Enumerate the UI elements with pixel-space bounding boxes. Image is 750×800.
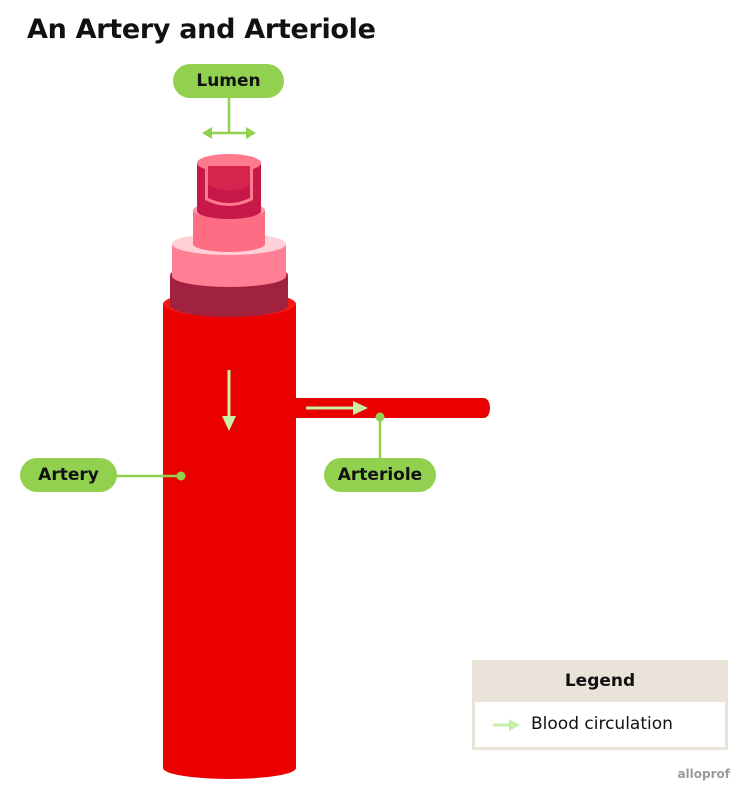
light-green-arrow-icon: [493, 719, 520, 731]
artery-wall-layers: [170, 154, 288, 317]
artery-label: Artery: [20, 458, 117, 492]
lumen-indicator: [202, 97, 256, 139]
arteriole-leader-line: [375, 412, 385, 458]
alloprof-logo: alloprof: [677, 767, 730, 781]
lumen-label: Lumen: [173, 64, 284, 98]
legend-item-label: Blood circulation: [531, 714, 673, 734]
legend: Legend Blood circulation: [472, 660, 728, 750]
arteriole-branch: [290, 398, 490, 418]
blood-flow-arrow-down: [222, 370, 236, 431]
blood-flow-arrow-right: [306, 401, 368, 415]
legend-item-blood-circulation: Blood circulation: [475, 702, 725, 747]
arteriole-label: Arteriole: [324, 458, 436, 492]
artery-body: [163, 291, 296, 779]
artery-leader-line: [116, 471, 186, 481]
page-title: An Artery and Arteriole: [27, 14, 376, 45]
legend-title: Legend: [564, 671, 636, 691]
